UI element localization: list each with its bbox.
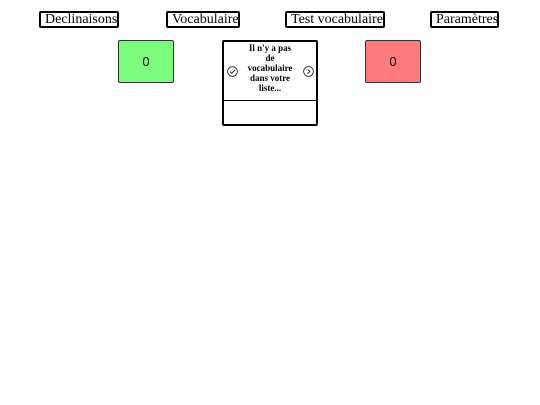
parametres-button[interactable]: Paramètres (430, 11, 499, 28)
correct-count: 0 (142, 54, 150, 69)
check-circle-icon[interactable] (227, 66, 238, 77)
test-vocabulaire-button[interactable]: Test vocabulaire (285, 11, 385, 28)
wrong-counter: 0 (365, 40, 421, 83)
card-question-area: Il n'y a pas de vocabulaire dans votre l… (224, 42, 316, 101)
vocabulaire-button[interactable]: Vocabulaire (166, 11, 240, 28)
chevron-right-circle-icon[interactable] (303, 66, 314, 77)
card-message: Il n'y a pas de vocabulaire dans votre l… (247, 43, 293, 93)
declinaisons-button[interactable]: Declinaisons (39, 11, 119, 28)
wrong-count: 0 (389, 54, 397, 69)
vocabulary-card: Il n'y a pas de vocabulaire dans votre l… (222, 40, 318, 126)
correct-counter: 0 (118, 40, 174, 83)
card-answer-area (224, 101, 316, 124)
